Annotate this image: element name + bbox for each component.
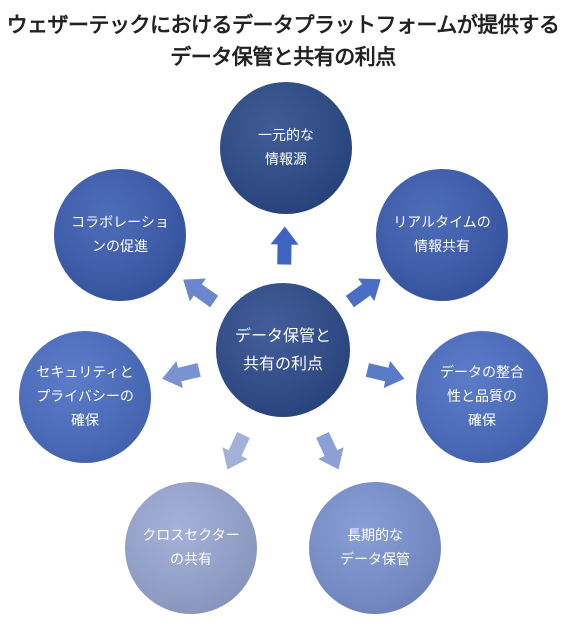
benefit-node-long-term-storage: 長期的な データ保管 <box>340 528 410 568</box>
arrow-to-collaboration <box>183 278 219 308</box>
circle-center-shading <box>216 283 350 417</box>
circle-security-privacy-shading <box>19 331 151 463</box>
arrow-to-realtime-sharing <box>345 278 381 308</box>
arrow-to-single-source <box>270 226 299 265</box>
arrow-to-cross-sector <box>222 432 250 470</box>
benefit-node-security-privacy: セキュリティと プライバシーの 確保 <box>36 365 134 429</box>
benefit-node-cross-sector-sharing: クロスセクター の共有 <box>142 528 240 568</box>
circle-realtime-sharing-shading <box>376 169 508 301</box>
benefit-node-collaboration: コラボレーショ ンの促進 <box>71 215 169 255</box>
benefit-node-realtime-sharing: リアルタイムの 情報共有 <box>393 215 491 255</box>
diagram-title-line1: ウェザーテックにおけるデータプラットフォームが提供する <box>6 13 560 37</box>
benefit-node-single-source: 一元的な 情報源 <box>258 128 314 168</box>
circle-cross-sector-shading <box>125 482 257 614</box>
benefit-node-data-integrity: データの整合 性と品質の 確保 <box>440 365 524 429</box>
arrow-to-long-term-storage <box>316 432 344 470</box>
circle-data-integrity-shading <box>416 331 548 463</box>
center-node: データ保管と 共有の利点 <box>234 326 331 373</box>
circle-long-term-storage-shading <box>309 482 441 614</box>
circle-collaboration-shading <box>54 169 186 301</box>
diagram-title-line2: データ保管と共有の利点 <box>170 45 396 69</box>
circle-single-source-shading <box>220 82 352 214</box>
arrow-to-data-integrity <box>365 360 405 389</box>
arrow-to-security-privacy <box>162 360 201 389</box>
